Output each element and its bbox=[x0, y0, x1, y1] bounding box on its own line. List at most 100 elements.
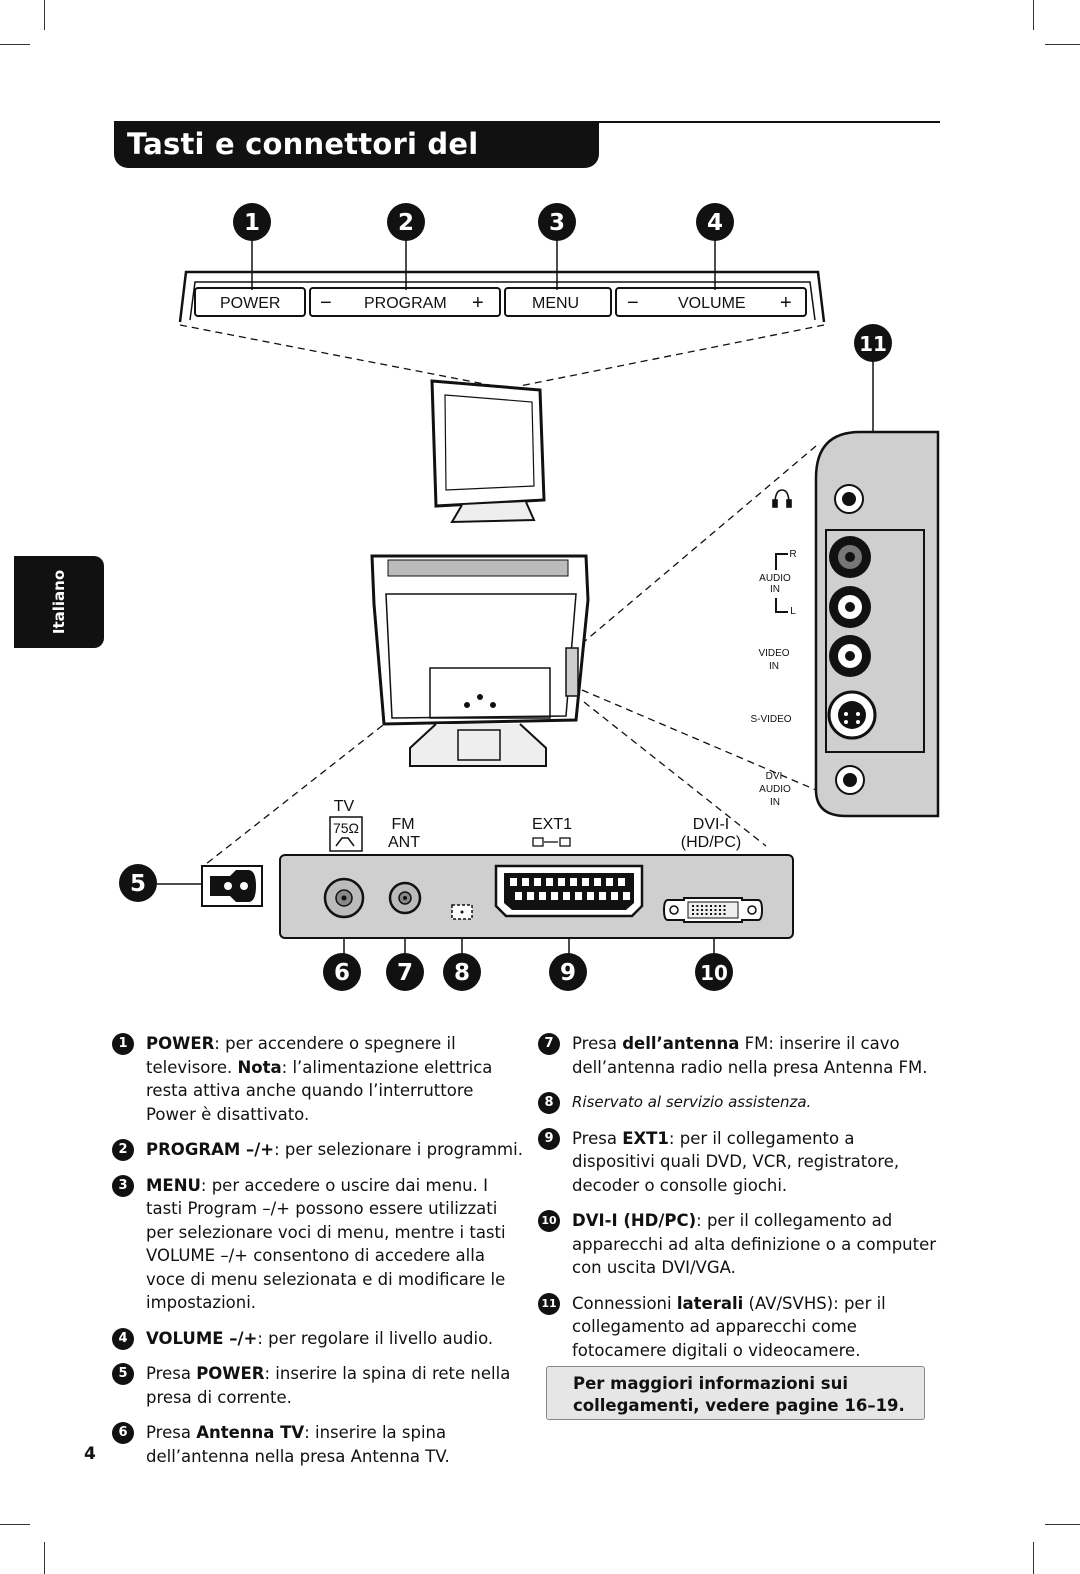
dvi-pin bbox=[696, 905, 699, 907]
volume-minus-label: − bbox=[627, 292, 639, 314]
dvi-pin bbox=[701, 909, 703, 911]
list-item: 4 VOLUME –/+: per regolare il livello au… bbox=[112, 1327, 524, 1351]
item-number: 2 bbox=[112, 1139, 134, 1161]
callout-marker bbox=[538, 203, 576, 241]
item-number: 9 bbox=[538, 1127, 560, 1150]
scart-pin bbox=[570, 878, 577, 886]
callout-marker bbox=[386, 953, 424, 991]
dvi-pin bbox=[723, 913, 726, 915]
item-number: 7 bbox=[538, 1033, 560, 1055]
dvi-pin bbox=[719, 905, 721, 907]
crop-mark bbox=[44, 0, 45, 30]
title-rule bbox=[595, 121, 940, 123]
scart-pin bbox=[611, 892, 618, 900]
ext1-symbol bbox=[532, 837, 571, 847]
dvi-pin bbox=[705, 913, 708, 915]
side-label-video: VIDEO bbox=[758, 648, 789, 659]
item-title: POWER bbox=[146, 1034, 215, 1053]
item-text: : per accendere o spegnere il televisore… bbox=[146, 1034, 456, 1077]
tv-front-illustration bbox=[430, 379, 546, 524]
dvi-pin bbox=[723, 909, 726, 911]
item-title: EXT1 bbox=[622, 1128, 669, 1148]
side-label-audio: AUDIO bbox=[759, 573, 791, 584]
side-label-audio-in: IN bbox=[770, 584, 780, 595]
crop-mark bbox=[0, 44, 30, 45]
list-item: 1 POWER: per accendere o spegnere il tel… bbox=[112, 1032, 524, 1126]
dvi-pin bbox=[710, 905, 712, 907]
item-number: 4 bbox=[112, 1327, 134, 1350]
item-number: 10 bbox=[538, 1210, 560, 1232]
more-info-line: collegamenti, vedere pagine 16–19. bbox=[573, 1396, 905, 1415]
scart-pin bbox=[618, 878, 625, 886]
dvi-pin bbox=[710, 913, 712, 915]
item-title: VOLUME –/+ bbox=[146, 1328, 258, 1348]
callout-marker bbox=[387, 203, 425, 241]
side-label-r: R bbox=[789, 549, 796, 560]
callout-number: 6 bbox=[334, 960, 350, 986]
menu-button bbox=[504, 287, 612, 317]
dvi-pin bbox=[714, 909, 717, 911]
program-minus-label: − bbox=[320, 292, 332, 314]
description-column-left: 1 POWER: per accendere o spegnere il tel… bbox=[112, 1032, 524, 1480]
item-text: : inserire la spina di rete nella presa … bbox=[146, 1364, 511, 1407]
dvi-pin bbox=[714, 913, 717, 915]
more-info-line: Per maggiori informazioni sui bbox=[573, 1374, 848, 1393]
rear-label-hdpc: (HD/PC) bbox=[681, 834, 741, 851]
callout-marker bbox=[323, 953, 361, 991]
callout-number: 2 bbox=[398, 210, 414, 236]
item-prefix: Presa bbox=[146, 1423, 197, 1442]
side-label-video-in: IN bbox=[769, 661, 779, 672]
item-prefix: Presa bbox=[572, 1128, 623, 1148]
item-title: DVI-I (HD/PC) bbox=[572, 1211, 697, 1230]
rear-label-ant: ANT bbox=[388, 834, 420, 851]
scart-pins bbox=[510, 878, 630, 900]
scart-pin bbox=[599, 892, 606, 900]
item-number: 6 bbox=[112, 1422, 134, 1444]
side-connector-panel bbox=[814, 430, 940, 818]
description-column-right: 7 Presa dell’antenna FM: inserire il cav… bbox=[538, 1032, 940, 1421]
scart-pin bbox=[623, 892, 630, 900]
volume-button-label: VOLUME bbox=[678, 295, 746, 312]
callout-marker bbox=[549, 953, 587, 991]
item-text: : per il collegamento a dispositivi qual… bbox=[572, 1128, 900, 1195]
rear-label-ohm: 75Ω bbox=[333, 820, 359, 836]
volume-plus-label: + bbox=[780, 292, 792, 314]
scart-pin bbox=[558, 878, 565, 886]
dvi-pin bbox=[723, 905, 726, 907]
item-text: : inserire la spina dell’antenna nella p… bbox=[146, 1423, 450, 1466]
list-item: 10 DVI-I (HD/PC): per il collegamento ad… bbox=[538, 1209, 940, 1280]
scart-pin bbox=[606, 878, 613, 886]
callout-marker bbox=[854, 324, 892, 362]
side-label-svideo: S-VIDEO bbox=[750, 714, 791, 725]
list-item: 2 PROGRAM –/+: per selezionare i program… bbox=[112, 1138, 524, 1162]
item-text: : per il collegamento ad apparecchi ad a… bbox=[572, 1211, 937, 1277]
item-number: 5 bbox=[112, 1363, 134, 1385]
item-number: 1 bbox=[112, 1033, 134, 1055]
item-note-title: Nota bbox=[237, 1057, 282, 1077]
power-button-label: POWER bbox=[220, 295, 280, 312]
scart-pin bbox=[582, 878, 589, 886]
item-title: laterali bbox=[676, 1293, 744, 1313]
item-prefix: Connessioni bbox=[572, 1293, 677, 1313]
callout-number: 5 bbox=[130, 871, 146, 897]
rear-connector-panel bbox=[279, 854, 794, 939]
tv-rear-illustration bbox=[370, 554, 590, 767]
list-item: 7 Presa dell’antenna FM: inserire il cav… bbox=[538, 1032, 940, 1079]
callout-marker bbox=[119, 864, 157, 902]
dvi-pin bbox=[692, 905, 694, 907]
dvi-pin bbox=[705, 905, 708, 907]
headphone-icon bbox=[772, 489, 792, 508]
callout-number: 8 bbox=[454, 960, 470, 986]
crop-mark bbox=[0, 1524, 30, 1525]
menu-button-label: MENU bbox=[532, 295, 579, 312]
side-label-dvi-audio: AUDIO bbox=[759, 784, 791, 795]
item-title: MENU bbox=[146, 1175, 201, 1195]
dvi-pin bbox=[719, 913, 721, 915]
callout-marker bbox=[443, 953, 481, 991]
list-item: 9 Presa EXT1: per il collegamento a disp… bbox=[538, 1127, 940, 1198]
list-item: 5 Presa POWER: inserire la spina di rete… bbox=[112, 1362, 524, 1409]
dvi-pin bbox=[692, 913, 694, 915]
side-label-dvi: DVI bbox=[766, 771, 783, 782]
